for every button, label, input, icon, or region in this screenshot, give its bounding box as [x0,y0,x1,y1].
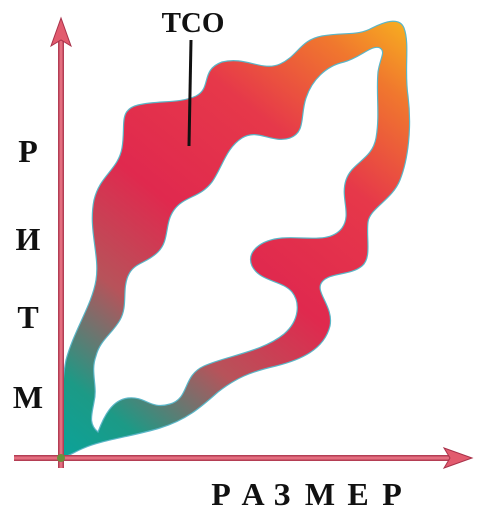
x-axis-letter-3: З [274,476,291,512]
y-axis-line [58,38,64,468]
y-axis-letter-1: Р [18,133,38,169]
shape-label: ТСО [162,7,225,39]
y-axis-letter-4: М [13,379,43,415]
x-axis-letter-2: А [241,476,264,512]
tso-shape [60,21,410,458]
x-axis-letter-5: Е [347,476,368,512]
shape-label-leader [189,40,191,146]
x-axis-letter-6: Р [382,476,402,512]
y-axis-letter-2: И [16,221,41,257]
x-axis-line [14,455,454,461]
y-axis-letter-3: Т [17,299,38,335]
x-axis-letter-1: Р [211,476,231,512]
x-axis-letter-4: М [305,476,335,512]
origin-point [57,454,65,462]
